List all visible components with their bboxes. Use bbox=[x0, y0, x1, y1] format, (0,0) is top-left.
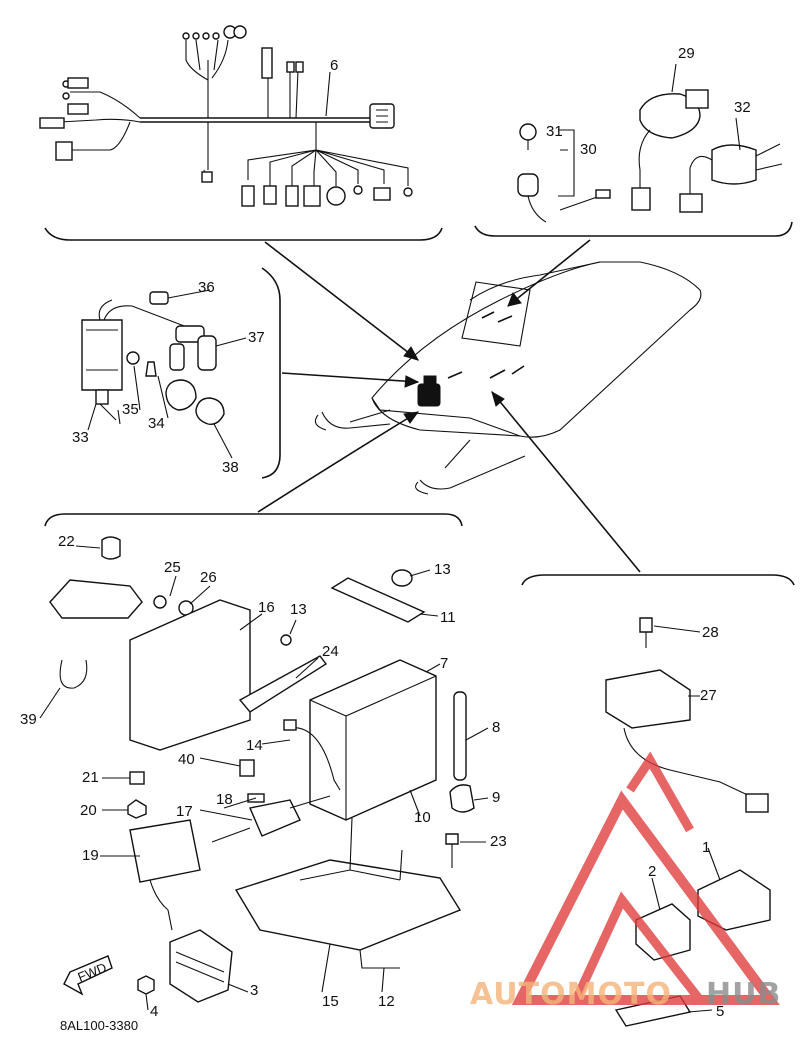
part-label-23: 23 bbox=[490, 833, 507, 850]
part-label-24: 24 bbox=[322, 643, 339, 660]
part-label-31: 31 bbox=[546, 123, 563, 140]
part-label-21: 21 bbox=[82, 769, 99, 786]
watermark-logo bbox=[511, 751, 780, 1005]
part-label-20: 20 bbox=[80, 802, 97, 819]
electrical-components bbox=[49, 536, 771, 1027]
part-label-36: 36 bbox=[198, 279, 215, 296]
part-label-6: 6 bbox=[330, 57, 338, 74]
part-label-17: 17 bbox=[176, 803, 193, 820]
watermark-text-automoto: AUTOMOTO bbox=[470, 977, 672, 1012]
leader-arrows bbox=[257, 239, 641, 573]
part-label-28: 28 bbox=[702, 624, 719, 641]
part-label-8: 8 bbox=[492, 719, 500, 736]
part-label-37: 37 bbox=[248, 329, 265, 346]
part-label-39: 39 bbox=[20, 711, 37, 728]
part-label-19: 19 bbox=[82, 847, 99, 864]
part-label-7: 7 bbox=[440, 655, 448, 672]
part-label-11: 11 bbox=[440, 609, 456, 626]
watermark-text: AUTOMOTO HUB bbox=[470, 977, 781, 1012]
part-label-38: 38 bbox=[222, 459, 239, 476]
part-label-13b: 13 bbox=[290, 601, 307, 618]
snowmobile-outline bbox=[314, 261, 702, 495]
part-label-32: 32 bbox=[734, 99, 751, 116]
drawing-code: 8AL100-3380 bbox=[60, 1018, 138, 1033]
part-labels: 1 2 3 4 5 6 7 8 9 10 11 12 13 13 14 15 1… bbox=[20, 45, 751, 1033]
part-label-12: 12 bbox=[378, 993, 395, 1010]
part-label-33: 33 bbox=[72, 429, 89, 446]
fwd-label: FWD bbox=[76, 960, 109, 985]
wire-harness bbox=[39, 25, 413, 207]
part-label-22: 22 bbox=[58, 533, 75, 550]
part-label-2: 2 bbox=[648, 863, 656, 880]
part-label-18: 18 bbox=[216, 791, 233, 808]
part-label-9: 9 bbox=[492, 789, 500, 806]
part-label-10: 10 bbox=[414, 809, 431, 826]
part-label-25: 25 bbox=[164, 559, 181, 576]
part-label-34: 34 bbox=[148, 415, 165, 432]
part-label-14: 14 bbox=[246, 737, 263, 754]
part-label-26: 26 bbox=[200, 569, 217, 586]
part-label-13a: 13 bbox=[434, 561, 451, 578]
watermark-text-hub: HUB bbox=[706, 977, 781, 1012]
part-label-1: 1 bbox=[702, 839, 710, 856]
part-label-5: 5 bbox=[716, 1003, 724, 1020]
part-label-40: 40 bbox=[178, 751, 195, 768]
label-leaders bbox=[39, 63, 741, 1013]
switch-assembly bbox=[517, 89, 783, 223]
part-label-4: 4 bbox=[150, 1003, 158, 1020]
part-label-29: 29 bbox=[678, 45, 695, 62]
ignition-coil-group bbox=[81, 291, 225, 425]
panel-frames bbox=[44, 221, 795, 586]
part-label-16: 16 bbox=[258, 599, 275, 616]
part-label-27: 27 bbox=[700, 687, 717, 704]
part-label-15: 15 bbox=[322, 993, 339, 1010]
part-label-3: 3 bbox=[250, 982, 258, 999]
part-label-30: 30 bbox=[580, 141, 597, 158]
part-label-35: 35 bbox=[122, 401, 139, 418]
